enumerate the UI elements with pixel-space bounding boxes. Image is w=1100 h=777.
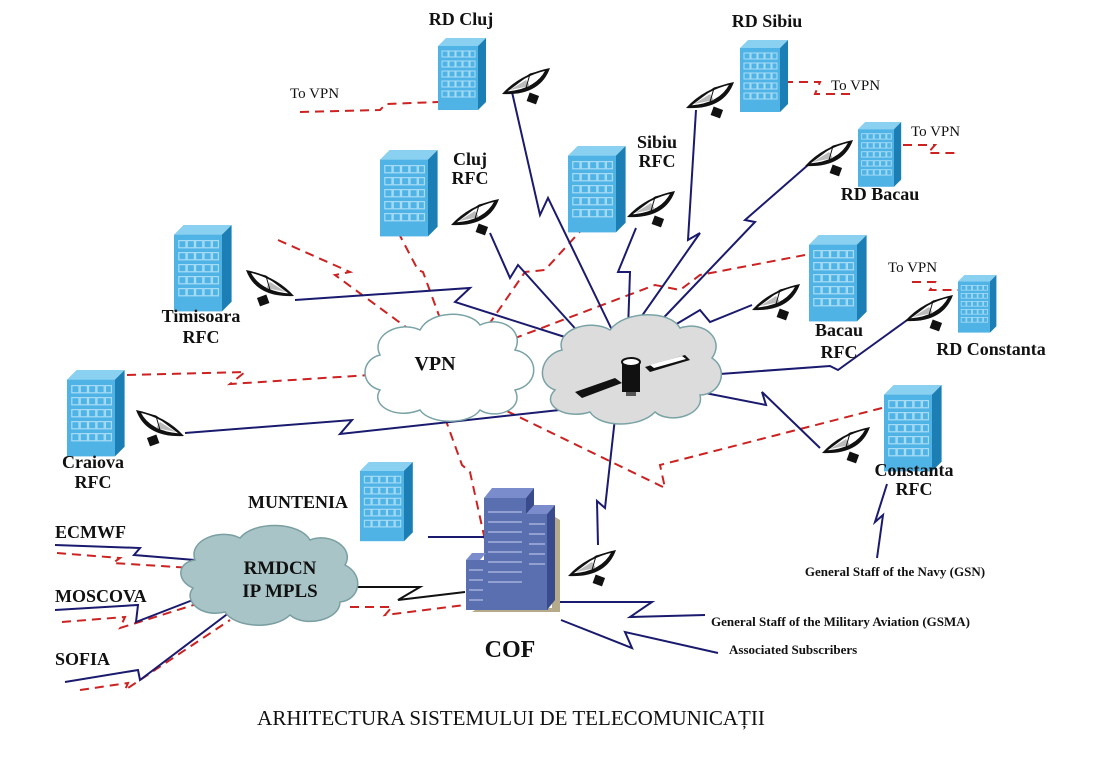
sat-link-constanta-rfc (699, 391, 821, 449)
vpn-link-craiova-rfc (126, 370, 371, 386)
sat-link-bacau-rfc (657, 304, 753, 336)
timisoara-rfc-label-2: RFC (183, 327, 220, 347)
rd-constanta-building-icon (957, 274, 997, 334)
vpn-cloud: VPN (364, 313, 535, 422)
constanta-rfc-building-icon (883, 384, 943, 472)
vpn-link-rd-constanta (912, 281, 958, 291)
vpn-link-rmdcn-cof (350, 604, 466, 617)
link-cof-gsma (560, 601, 706, 619)
bacau-rfc-dish-icon (751, 283, 801, 321)
rd-cluj-building-icon (437, 37, 487, 111)
vpn-link-ecmwf (56, 552, 193, 569)
rd-sibiu-dish-icon (685, 81, 735, 119)
vpn-link-timisoara-rfc (277, 239, 411, 331)
bacau-rfc-label-1: Bacau (815, 320, 863, 340)
to-vpn-label-sibiu: To VPN (831, 78, 880, 94)
associated-subscribers-label: Associated Subscribers (729, 642, 857, 657)
link-cof-associated (560, 619, 719, 654)
timisoara-rfc-label-1: Timisoara (162, 306, 241, 326)
vpn-link-rd-cluj (299, 101, 439, 113)
vpn-link-constanta-rfc (479, 397, 883, 490)
link-moscova (54, 597, 199, 624)
craiova-rfc-label-2: RFC (75, 472, 112, 492)
muntenia-building-icon (359, 461, 414, 542)
sat-link-cof (595, 417, 616, 546)
muntenia-label: MUNTENIA (248, 492, 348, 512)
sibiu-rfc-label-1: Sibiu (637, 132, 677, 152)
timisoara-rfc-dish-icon (245, 269, 295, 307)
rd-constanta-dish-icon (904, 294, 954, 332)
rd-constanta-label: RD Constanta (936, 339, 1046, 359)
satellite-hub-cloud (541, 314, 723, 425)
sibiu-rfc-label-2: RFC (639, 151, 676, 171)
rd-sibiu-building-icon (739, 39, 789, 113)
sofia-label: SOFIA (55, 649, 110, 669)
gsma-label: General Staff of the Military Aviation (… (711, 614, 970, 629)
constanta-rfc-label-1: Constanta (874, 460, 953, 480)
sat-link-cluj-rfc (489, 232, 591, 346)
bacau-rfc-building-icon (808, 234, 868, 323)
vpn-link-cluj-rfc (397, 231, 449, 341)
sat-link-sibiu-rfc (616, 227, 637, 331)
cluj-rfc-dish-icon (450, 198, 500, 236)
rd-cluj-label: RD Cluj (429, 9, 494, 29)
vpn-links (56, 81, 960, 693)
sibiu-rfc-dish-icon (626, 190, 676, 228)
rd-bacau-building-icon (857, 121, 902, 188)
sibiu-rfc-building-icon (567, 145, 627, 233)
rd-cluj-dish-icon (501, 67, 551, 105)
bacau-rfc-label-2: RFC (821, 342, 858, 362)
vpn-link-rd-sibiu (784, 81, 850, 95)
rmdcn-label-line2: IP MPLS (242, 581, 317, 602)
craiova-rfc-label-1: Craiova (62, 452, 124, 472)
cof-building-icon (466, 488, 560, 612)
link-sofia (64, 611, 231, 683)
sat-link-rd-bacau (649, 164, 809, 333)
moscova-label: MOSCOVA (55, 586, 147, 606)
constanta-rfc-label-2: RFC (896, 479, 933, 499)
timisoara-rfc-building-icon (173, 224, 233, 313)
sat-link-craiova-rfc (184, 407, 579, 436)
satellite-links (54, 91, 911, 683)
vpn-link-sofia (79, 619, 231, 693)
cluj-rfc-label-2: RFC (452, 168, 489, 188)
to-vpn-label-bacau: To VPN (911, 124, 960, 140)
cof-dish-icon (567, 549, 617, 587)
vpn-link-rd-bacau (903, 144, 960, 154)
vpn-link-moscova (61, 602, 201, 630)
rd-bacau-dish-icon (804, 139, 854, 177)
satellite-icon (575, 355, 690, 398)
link-ecmwf (54, 544, 196, 561)
to-vpn-label-constanta: To VPN (888, 260, 937, 276)
rd-sibiu-label: RD Sibiu (732, 11, 803, 31)
ecmwf-label: ECMWF (55, 522, 126, 542)
diagram-title: ARHITECTURA SISTEMULUI DE TELECOMUNICAȚI… (257, 706, 765, 730)
link-constanta-gsn (872, 483, 888, 559)
vpn-cloud-label: VPN (414, 353, 456, 375)
vpn-link-cof (444, 417, 486, 541)
craiova-rfc-building-icon (66, 369, 126, 457)
sat-link-rd-cluj (511, 91, 613, 331)
rmdcn-label-line1: RMDCN (244, 558, 317, 579)
link-rmdcn-cof (357, 586, 466, 601)
sat-link-rd-sibiu (631, 109, 701, 331)
cof-label: COF (485, 637, 536, 663)
cluj-rfc-building-icon (379, 149, 439, 238)
sat-link-rd-constanta (705, 317, 911, 376)
cluj-rfc-label-1: Cluj (453, 149, 487, 169)
gsn-label: General Staff of the Navy (GSN) (805, 564, 985, 579)
to-vpn-label-cluj: To VPN (290, 86, 339, 102)
rmdcn-cloud: RMDCN IP MPLS (180, 524, 359, 626)
craiova-rfc-dish-icon (135, 409, 185, 447)
constanta-rfc-dish-icon (821, 426, 871, 464)
rd-bacau-label: RD Bacau (841, 184, 920, 204)
sat-link-timisoara-rfc (294, 286, 569, 339)
